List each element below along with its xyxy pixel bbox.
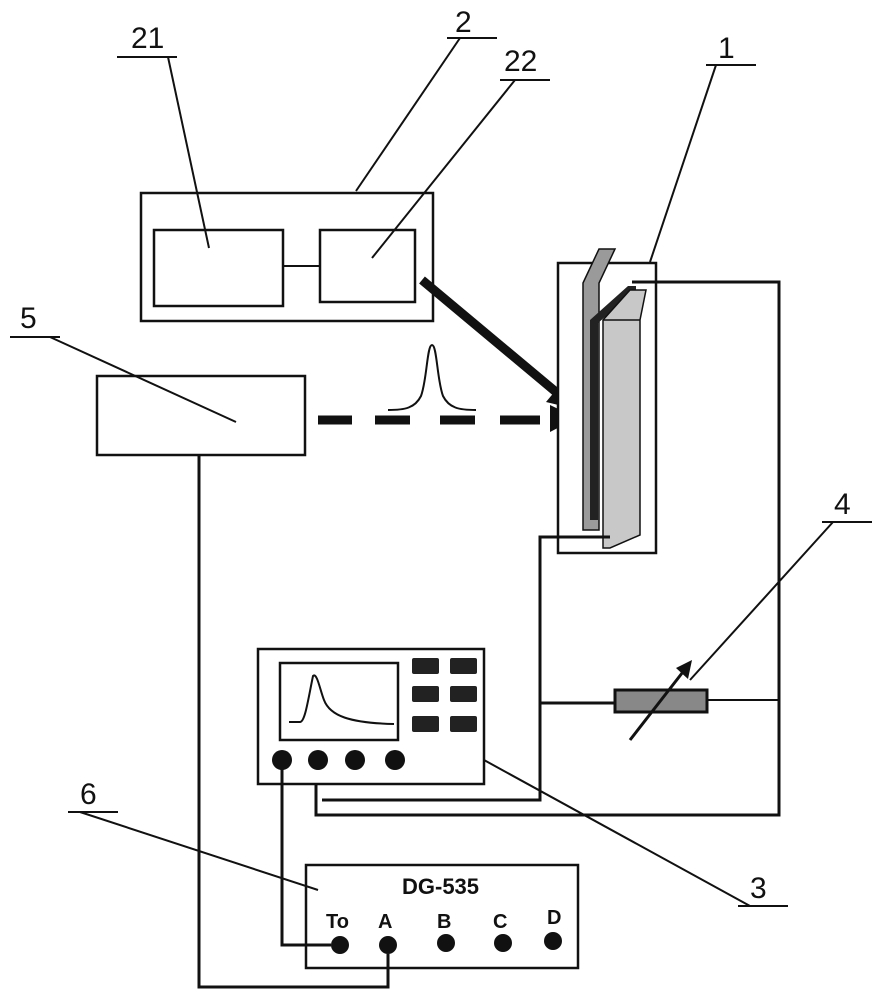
port-label-a: A (378, 911, 392, 933)
leader-3 (483, 759, 751, 907)
wire-bottom-electrode (322, 535, 610, 802)
dashed-pulse-beam (318, 405, 577, 432)
oscilloscope-buttons (412, 658, 477, 732)
waveform-icon (289, 674, 395, 725)
leader-5 (49, 336, 237, 423)
label-6: 6 (80, 778, 97, 811)
label-5: 5 (20, 302, 37, 335)
label-3: 3 (750, 872, 767, 905)
label-21: 21 (131, 22, 164, 55)
label-2: 2 (455, 6, 472, 39)
label-1: 1 (718, 32, 735, 65)
port-label-to: To (326, 911, 349, 933)
delay-generator-ports (331, 932, 562, 954)
variable-resistor (613, 660, 709, 741)
delay-generator: DG-535 To A B C D (304, 863, 580, 970)
oscilloscope-screen (278, 661, 400, 742)
leader-1 (649, 64, 717, 263)
leader-22 (371, 79, 516, 259)
leader-4 (689, 521, 834, 681)
oscilloscope (256, 647, 486, 786)
port-label-b: B (437, 911, 451, 933)
oscilloscope-knobs (272, 750, 405, 770)
light-beam-arrow (419, 276, 559, 396)
wire-trigger-to (280, 760, 331, 947)
label-22: 22 (504, 45, 537, 78)
wire-top-electrode (314, 280, 781, 817)
leader-2 (355, 37, 461, 192)
component-22-box (318, 228, 417, 304)
pulse-shape-icon (387, 343, 477, 411)
component-21-box (152, 228, 285, 308)
port-label-c: C (493, 911, 507, 933)
delay-generator-title: DG-535 (402, 874, 479, 899)
port-label-d: D (547, 907, 561, 929)
label-4: 4 (834, 488, 851, 521)
component-5-box (95, 374, 307, 457)
wire-component5-to-a (197, 455, 390, 989)
leader-21 (167, 56, 210, 249)
sample-plates (582, 248, 647, 549)
component-2-housing (139, 191, 435, 323)
